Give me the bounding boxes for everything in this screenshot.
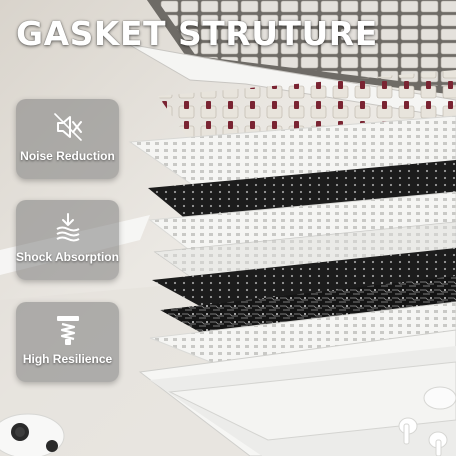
absorb-layers-icon xyxy=(16,210,119,246)
mute-speaker-icon xyxy=(16,109,119,145)
page-title: GASKET STRUTURE xyxy=(16,14,378,53)
feature-card-shock-absorption: Shock Absorption xyxy=(16,200,119,280)
feature-card-high-resilience: High Resilience xyxy=(16,302,119,382)
bottom-case xyxy=(138,329,456,456)
feature-label: Noise Reduction xyxy=(20,149,115,163)
feature-label: High Resilience xyxy=(22,352,113,366)
game-controller xyxy=(0,413,65,456)
earbuds xyxy=(398,386,456,456)
spring-icon xyxy=(16,312,119,348)
feature-label: Shock Absorption xyxy=(16,250,119,264)
feature-card-noise-reduction: Noise Reduction xyxy=(16,99,119,179)
